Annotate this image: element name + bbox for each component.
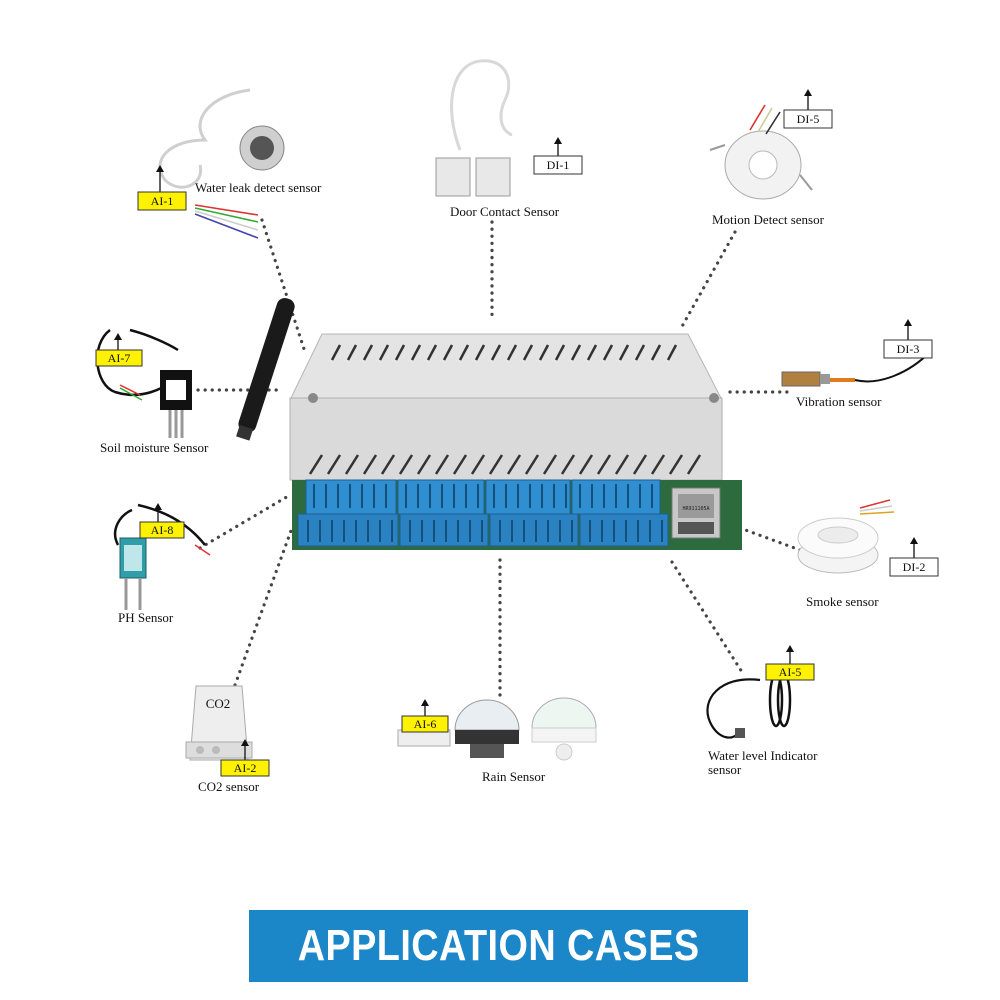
smoke-tag: DI-2 — [889, 537, 939, 577]
water-leak-label: Water leak detect sensor — [195, 180, 322, 195]
soil-tag-text: AI-7 — [108, 351, 131, 365]
soil-label: Soil moisture Sensor — [100, 440, 209, 455]
connector-smoke — [738, 526, 802, 552]
water-level-tag: AI-5 — [765, 645, 815, 681]
soil-moisture-sensor — [96, 328, 192, 438]
connector-water-leak — [260, 218, 307, 354]
connector-motion — [678, 230, 737, 332]
connector-lines — [196, 218, 802, 702]
smoke-tag-text: DI-2 — [903, 560, 926, 574]
screw-right — [709, 393, 719, 403]
door-contact-label: Door Contact Sensor — [450, 204, 560, 219]
water-level-label-line1: Water level Indicator — [708, 748, 818, 763]
co2-tag: AI-2 — [220, 739, 270, 777]
water-leak-tag: AI-1 — [137, 165, 187, 211]
relay-controller: HR911105A — [236, 297, 742, 550]
soil-tag: AI-7 — [95, 333, 143, 367]
motion-tag-text: DI-5 — [797, 112, 820, 126]
door-contact-sensor — [435, 59, 513, 197]
water-leak-sensor — [158, 88, 285, 239]
smoke-label: Smoke sensor — [806, 594, 879, 609]
ethernet-port: HR911105A — [671, 487, 721, 539]
ph-tag: AI-8 — [139, 503, 185, 539]
application-cases-banner: APPLICATION CASES — [249, 910, 748, 982]
rain-tag: AI-6 — [401, 699, 449, 733]
motion-sensor — [709, 104, 813, 200]
water-leak-tag-text: AI-1 — [151, 194, 174, 208]
motion-tag: DI-5 — [783, 89, 833, 129]
connector-ph — [198, 493, 292, 550]
co2-label: CO2 sensor — [198, 779, 260, 794]
water-level-tag-text: AI-5 — [779, 665, 802, 679]
terminal-blocks — [297, 479, 669, 547]
vibration-tag: DI-3 — [883, 319, 933, 359]
banner-title: APPLICATION CASES — [297, 921, 700, 970]
motion-label: Motion Detect sensor — [712, 212, 825, 227]
vibration-tag-text: DI-3 — [897, 342, 920, 356]
rain-sensor — [397, 697, 597, 761]
smoke-sensor — [797, 499, 895, 574]
ph-tag-text: AI-8 — [151, 523, 174, 537]
connector-co2 — [233, 526, 294, 687]
connector-water-level — [670, 560, 744, 674]
co2-device-text: CO2 — [206, 696, 231, 711]
device-body — [289, 397, 723, 481]
ph-sensor — [113, 503, 211, 610]
door-contact-tag: DI-1 — [533, 137, 583, 175]
water-level-sensor — [706, 672, 792, 739]
vent-slots-front — [308, 454, 702, 475]
device-top — [289, 333, 723, 401]
water-level-label-line2: sensor — [708, 762, 742, 777]
terminal-screws — [307, 484, 663, 542]
ph-label: PH Sensor — [118, 610, 174, 625]
door-contact-tag-text: DI-1 — [547, 158, 570, 172]
co2-tag-text: AI-2 — [234, 761, 257, 775]
ethernet-chip-text: HR911105A — [682, 506, 709, 512]
screw-left — [308, 393, 318, 403]
vent-slots-top — [330, 344, 678, 361]
vibration-label: Vibration sensor — [796, 394, 882, 409]
rain-label: Rain Sensor — [482, 769, 546, 784]
rain-tag-text: AI-6 — [414, 717, 437, 731]
antenna — [236, 297, 295, 441]
co2-sensor: CO2 — [185, 685, 253, 761]
